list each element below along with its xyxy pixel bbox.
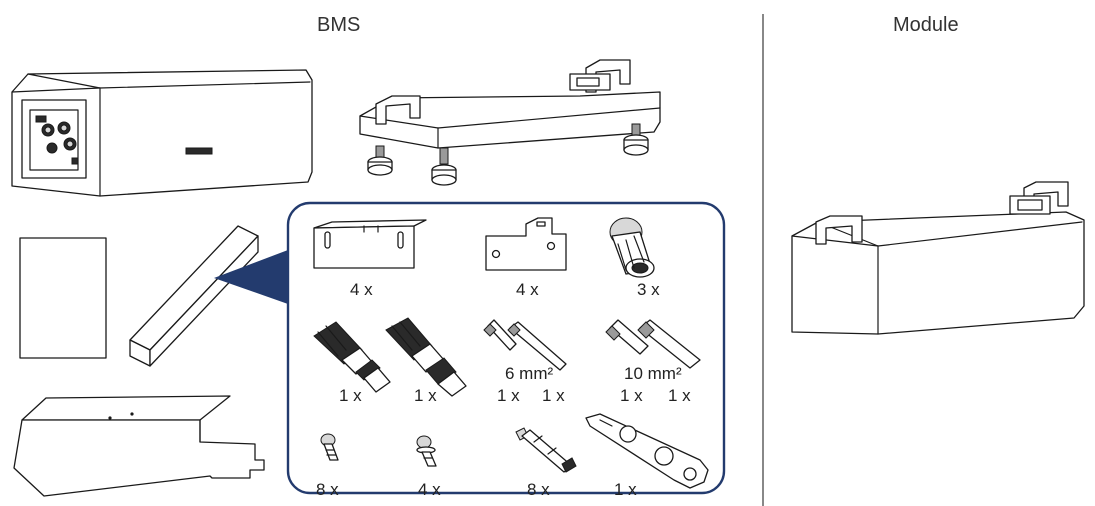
qty-crimp-6-b: 1 x (542, 386, 565, 405)
qty-screw-small: 8 x (316, 480, 339, 499)
qty-connector-female: 1 x (414, 386, 437, 405)
qty-mounting-plate: 4 x (516, 280, 539, 299)
qty-connector-male: 1 x (339, 386, 362, 405)
qty-wall-bracket: 4 x (350, 280, 373, 299)
document-sheet-icon (19, 237, 107, 359)
qty-crimp-6-a: 1 x (497, 386, 520, 405)
qty-crimp-10-a: 1 x (620, 386, 643, 405)
qty-anchor-bolt: 8 x (527, 480, 550, 499)
crimp-10-size: 10 mm² (624, 364, 682, 383)
unlock-tool-icon (585, 413, 709, 489)
qty-crimp-10-b: 1 x (668, 386, 691, 405)
base-with-feet-icon (359, 59, 661, 186)
floor-plate-icon (13, 395, 265, 497)
bms-unit-icon (11, 69, 313, 197)
callout-pointer (214, 250, 288, 304)
wall-bracket-icon (313, 219, 427, 269)
connector-male-icon (313, 321, 391, 393)
mounting-plate-icon (485, 217, 567, 271)
crimp-terminal-10-icon (605, 319, 701, 369)
qty-cable-gland: 3 x (637, 280, 660, 299)
anchor-bolt-icon (515, 427, 577, 473)
screw-washer-icon (416, 435, 437, 467)
bms-header: BMS (317, 14, 361, 36)
crimp-6-size: 6 mm² (505, 364, 554, 383)
connector-female-icon (385, 317, 467, 397)
screw-small-icon (320, 433, 339, 461)
crimp-terminal-6-icon (483, 319, 567, 371)
qty-screw-washer: 4 x (418, 480, 441, 499)
battery-module-icon (791, 181, 1085, 335)
qty-unlock-tool: 1 x (614, 480, 637, 499)
accessory-panel (286, 201, 726, 495)
module-header: Module (893, 14, 959, 36)
cable-gland-icon (609, 217, 655, 278)
packing-box-icon (129, 225, 259, 367)
